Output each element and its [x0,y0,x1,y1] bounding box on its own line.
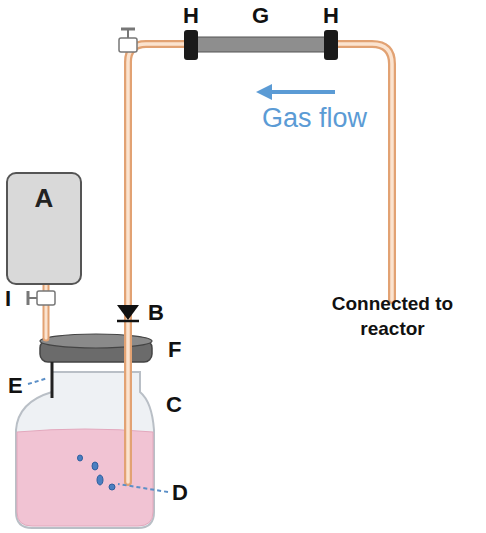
check-valve [117,305,139,321]
cap-top [40,334,152,348]
flow-label: Gas flow [262,104,367,134]
callout-letter: E [8,374,23,398]
gas-bubbles [78,455,116,490]
filter-tube [196,37,326,52]
stopcock-valve [119,29,137,52]
callout-letter: B [148,301,164,325]
callout-letter: H [183,4,199,28]
callout-letter: C [166,393,182,417]
tubing [46,44,392,482]
needle [51,362,54,398]
leader-line [118,484,168,492]
callout-letter: H [323,4,339,28]
gas-bag: A [6,172,82,285]
flow-arrow [256,84,335,100]
callout-letter: G [252,4,269,28]
liquid [17,429,153,526]
glass-bottle [16,372,154,528]
callout-letter: D [172,481,188,505]
connector-block [324,30,338,60]
leader-line [28,378,48,384]
connector-block [184,30,198,60]
stopcock-valve [28,291,55,305]
callout-letter: F [168,338,181,362]
note-label: Connected to reactor [305,292,480,341]
part-letter: A [8,184,80,213]
callout-letter: I [5,287,11,311]
